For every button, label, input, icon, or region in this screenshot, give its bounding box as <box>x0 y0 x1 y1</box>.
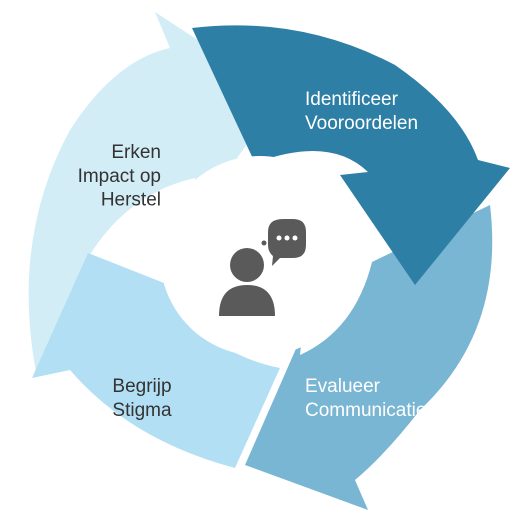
label-line: Identificeer <box>305 89 399 110</box>
label-line: Begrijp <box>112 376 171 397</box>
label-line: Evalueer <box>305 376 381 397</box>
label-line: Stigma <box>112 400 172 421</box>
label-line: Herstel <box>101 190 161 211</box>
arrow-erken <box>28 12 282 377</box>
label-line: Impact op <box>78 166 161 187</box>
arrow-identificeer <box>192 25 510 285</box>
person-thinking-icon <box>219 219 306 316</box>
label-line: Vooroordelen <box>305 113 418 134</box>
center-hub <box>160 156 360 356</box>
arrow-evalueer <box>245 205 493 510</box>
label-line: Erken <box>111 142 161 163</box>
label-line: Communicatie <box>305 400 426 421</box>
arrow-begrijp <box>32 253 280 468</box>
